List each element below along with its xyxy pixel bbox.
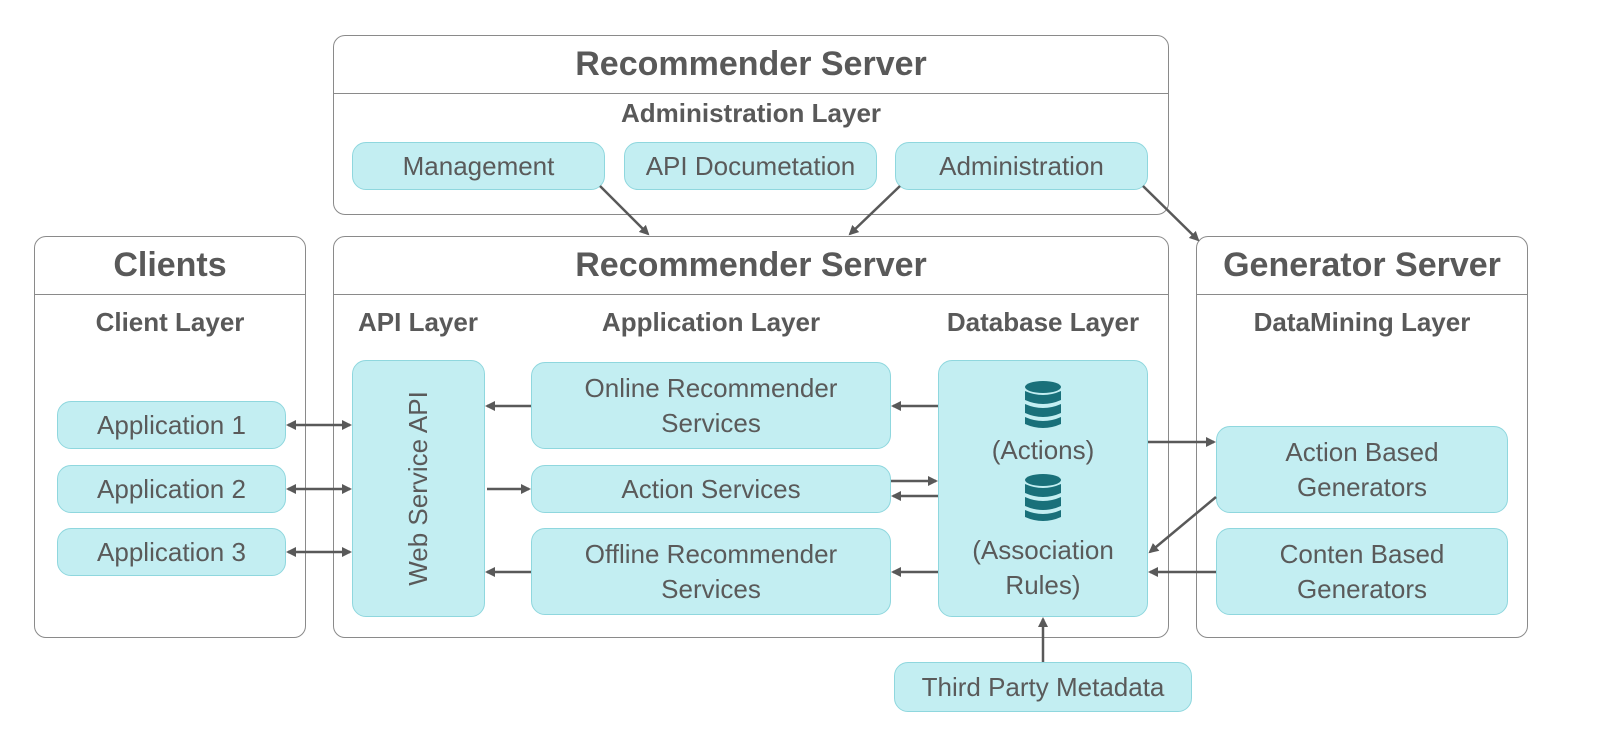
datamining-layer-label: DataMining Layer [1253, 307, 1471, 337]
admin-server-title: Recommender Server [334, 36, 1168, 94]
clients-title: Clients [35, 237, 305, 295]
application-3-node[interactable]: Application 3 [57, 528, 286, 576]
offline-recommender-services-node[interactable]: Offline Recommender Services [531, 528, 891, 615]
generator-server-title: Generator Server [1197, 237, 1527, 295]
online-recommender-services-node[interactable]: Online Recommender Services [531, 362, 891, 449]
application-layer-label: Application Layer [601, 307, 821, 337]
action-based-generators-node[interactable]: Action Based Generators [1216, 426, 1508, 513]
management-to-server-arrow [599, 185, 650, 236]
client-layer-label: Client Layer [95, 307, 245, 337]
action-generators-to-db-arrow [1148, 496, 1217, 554]
actions-database-icon [1025, 381, 1061, 428]
actions-label: (Actions) [991, 435, 1095, 465]
management-node[interactable]: Management [352, 142, 605, 190]
application-1-node[interactable]: Application 1 [57, 401, 286, 449]
api-documentation-node[interactable]: API Documetation [624, 142, 877, 190]
application-2-node[interactable]: Application 2 [57, 465, 286, 513]
recommender-server-title: Recommender Server [334, 237, 1168, 295]
web-service-api-node[interactable]: Web Service API [352, 360, 485, 617]
database-layer-label: Database Layer [946, 307, 1140, 337]
administration-layer-label: Administration Layer [620, 98, 882, 128]
action-services-node[interactable]: Action Services [531, 465, 891, 513]
administration-node[interactable]: Administration [895, 142, 1148, 190]
content-based-generators-node[interactable]: Conten Based Generators [1216, 528, 1508, 615]
api-layer-label: API Layer [358, 307, 478, 337]
association-rules-label: (Association Rules) [972, 535, 1114, 600]
third-party-metadata-node[interactable]: Third Party Metadata [894, 662, 1192, 712]
administration-to-generator-arrow [1142, 185, 1200, 242]
association-rules-database-icon [1025, 474, 1061, 521]
administration-to-server-arrow [848, 185, 901, 236]
